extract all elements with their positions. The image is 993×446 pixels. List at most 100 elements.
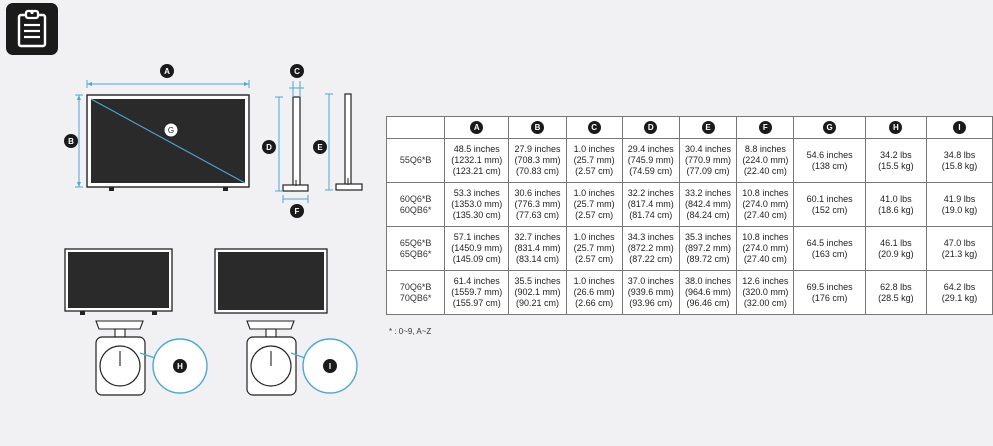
header-badge: F bbox=[758, 121, 772, 134]
value-line: (87.22 cm) bbox=[629, 254, 673, 264]
value-cell: 53.3 inches(1353.0 mm)(135.30 cm) bbox=[444, 182, 510, 227]
value-line: 8.8 inches bbox=[744, 144, 786, 154]
value-line: (1353.0 mm) bbox=[451, 199, 503, 209]
header-badge: C bbox=[587, 121, 601, 134]
value-line: (176 cm) bbox=[811, 292, 848, 303]
value-line: 35.3 inches bbox=[685, 232, 732, 242]
header-h: H bbox=[864, 116, 928, 139]
value-cell: 57.1 inches(1450.9 mm)(145.09 cm) bbox=[444, 226, 510, 271]
value-line: 47.0 lbs bbox=[943, 237, 976, 248]
value-cell: 60.1 inches(152 cm) bbox=[793, 182, 866, 227]
value-line: 54.6 inches bbox=[806, 149, 853, 160]
header-badge: H bbox=[889, 121, 903, 134]
value-line: (81.74 cm) bbox=[629, 210, 673, 220]
value-line: (2.66 cm) bbox=[575, 298, 614, 308]
value-line: 1.0 inches bbox=[573, 276, 615, 286]
value-line: (29.1 kg) bbox=[941, 292, 978, 303]
value-line: 10.8 inches bbox=[742, 232, 789, 242]
value-line: 37.0 inches bbox=[627, 276, 674, 286]
value-line: 34.3 inches bbox=[627, 232, 674, 242]
value-line: 48.5 inches bbox=[453, 144, 500, 154]
model-name: 60Q6*B bbox=[399, 193, 432, 204]
value-line: 1.0 inches bbox=[573, 188, 615, 198]
value-line: (32.00 cm) bbox=[743, 298, 787, 308]
tv-on-scale-without-stand bbox=[214, 248, 358, 396]
tv-side-view-stand bbox=[282, 96, 309, 192]
value-cell: 1.0 inches(25.7 mm)(2.57 cm) bbox=[565, 138, 623, 183]
value-line: (902.1 mm) bbox=[514, 287, 561, 297]
value-cell: 27.9 inches(708.3 mm)(70.83 cm) bbox=[508, 138, 567, 183]
value-line: 69.5 inches bbox=[806, 281, 853, 292]
value-line: (708.3 mm) bbox=[514, 155, 561, 165]
value-line: 34.8 lbs bbox=[943, 149, 976, 160]
value-line: (27.40 cm) bbox=[743, 210, 787, 220]
value-line: (25.7 mm) bbox=[573, 243, 615, 253]
value-line: (93.96 cm) bbox=[629, 298, 673, 308]
value-line: (77.09 cm) bbox=[686, 166, 730, 176]
svg-text:G: G bbox=[168, 126, 174, 135]
value-line: (27.40 cm) bbox=[743, 254, 787, 264]
value-line: (145.09 cm) bbox=[452, 254, 501, 264]
value-cell: 30.4 inches(770.9 mm)(77.09 cm) bbox=[678, 138, 738, 183]
value-line: 1.0 inches bbox=[573, 232, 615, 242]
badge-d: D bbox=[262, 140, 276, 154]
svg-text:I: I bbox=[329, 362, 331, 371]
value-line: (842.4 mm) bbox=[685, 199, 732, 209]
value-line: (2.57 cm) bbox=[575, 210, 614, 220]
value-line: 53.3 inches bbox=[453, 188, 500, 198]
value-cell: 46.1 lbs(20.9 kg) bbox=[864, 226, 928, 271]
dimension-figures: A B G C D E F H bbox=[64, 64, 363, 396]
value-line: (770.9 mm) bbox=[685, 155, 732, 165]
header-model bbox=[385, 116, 446, 139]
value-line: (152 cm) bbox=[811, 204, 848, 215]
value-line: 46.1 lbs bbox=[880, 237, 912, 248]
value-line: (26.6 mm) bbox=[573, 287, 615, 297]
value-line: (123.21 cm) bbox=[452, 166, 501, 176]
value-line: (21.3 kg) bbox=[941, 248, 978, 259]
height-dimension-line bbox=[75, 94, 83, 188]
badge-a: A bbox=[160, 64, 174, 78]
badge-c: C bbox=[290, 64, 304, 78]
value-cell: 62.8 lbs(28.5 kg) bbox=[864, 270, 928, 315]
svg-text:H: H bbox=[177, 362, 183, 371]
header-badge: E bbox=[701, 121, 715, 134]
value-line: 35.5 inches bbox=[514, 276, 561, 286]
value-cell: 48.5 inches(1232.1 mm)(123.21 cm) bbox=[444, 138, 510, 183]
value-cell: 10.8 inches(274.0 mm)(27.40 cm) bbox=[736, 226, 795, 271]
header-e: E bbox=[678, 116, 738, 139]
value-cell: 33.2 inches(842.4 mm)(84.24 cm) bbox=[678, 182, 738, 227]
value-line: (135.30 cm) bbox=[452, 210, 501, 220]
header-badge: G bbox=[823, 121, 837, 134]
svg-text:C: C bbox=[294, 67, 300, 76]
value-cell: 54.6 inches(138 cm) bbox=[793, 138, 866, 183]
value-cell: 10.8 inches(274.0 mm)(27.40 cm) bbox=[736, 182, 795, 227]
value-line: (70.83 cm) bbox=[515, 166, 559, 176]
value-line: (155.97 cm) bbox=[452, 298, 501, 308]
header-badge: B bbox=[530, 121, 544, 134]
value-line: (1559.7 mm) bbox=[451, 287, 503, 297]
value-line: 61.4 inches bbox=[453, 276, 500, 286]
value-line: (77.63 cm) bbox=[515, 210, 559, 220]
value-line: 41.9 lbs bbox=[943, 193, 976, 204]
value-cell: 1.0 inches(25.7 mm)(2.57 cm) bbox=[565, 226, 623, 271]
value-cell: 69.5 inches(176 cm) bbox=[793, 270, 866, 315]
value-line: (89.72 cm) bbox=[686, 254, 730, 264]
value-line: 32.7 inches bbox=[514, 232, 561, 242]
model-name: 65Q6*B bbox=[399, 237, 432, 248]
badge-e: E bbox=[313, 140, 327, 154]
value-line: (320.0 mm) bbox=[742, 287, 789, 297]
value-cell: 37.0 inches(939.6 mm)(93.96 cm) bbox=[621, 270, 680, 315]
svg-text:E: E bbox=[317, 143, 323, 152]
value-line: (96.46 cm) bbox=[686, 298, 730, 308]
value-line: (22.40 cm) bbox=[743, 166, 787, 176]
value-line: 34.2 lbs bbox=[880, 149, 912, 160]
header-g: G bbox=[793, 116, 866, 139]
model-name: 60QB6* bbox=[399, 204, 432, 215]
header-badge: I bbox=[953, 121, 966, 134]
